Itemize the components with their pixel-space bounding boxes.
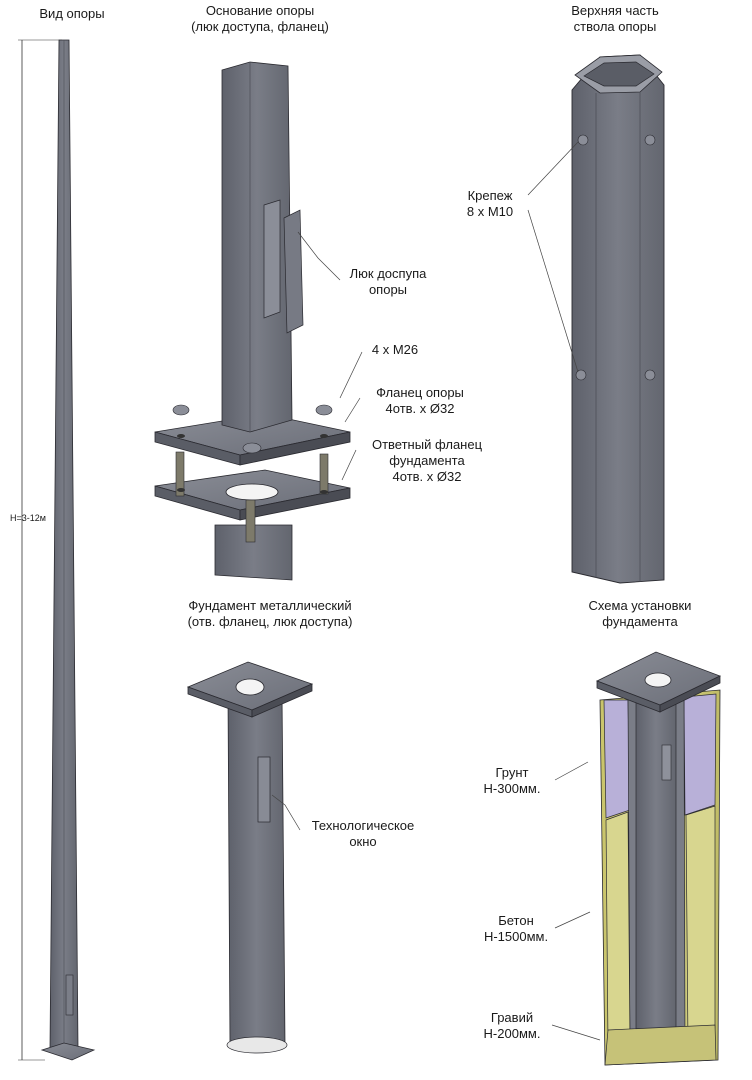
pole-full-view bbox=[18, 39, 96, 1061]
title-pole-base: Основание опоры(люк доступа, фланец) bbox=[191, 3, 329, 34]
bolts-label: 4 x M26 bbox=[371, 342, 419, 357]
pole-base-drawing bbox=[154, 61, 363, 581]
height-label: H=3-12м bbox=[10, 513, 46, 523]
installation-scheme-drawing bbox=[551, 651, 722, 1066]
title-foundation: Фундамент металлический(отв. фланец, люк… bbox=[187, 598, 353, 629]
metal-foundation-drawing bbox=[186, 661, 314, 1054]
title-pole-view: Вид опоры bbox=[39, 6, 105, 21]
pole-top-drawing bbox=[527, 54, 665, 584]
